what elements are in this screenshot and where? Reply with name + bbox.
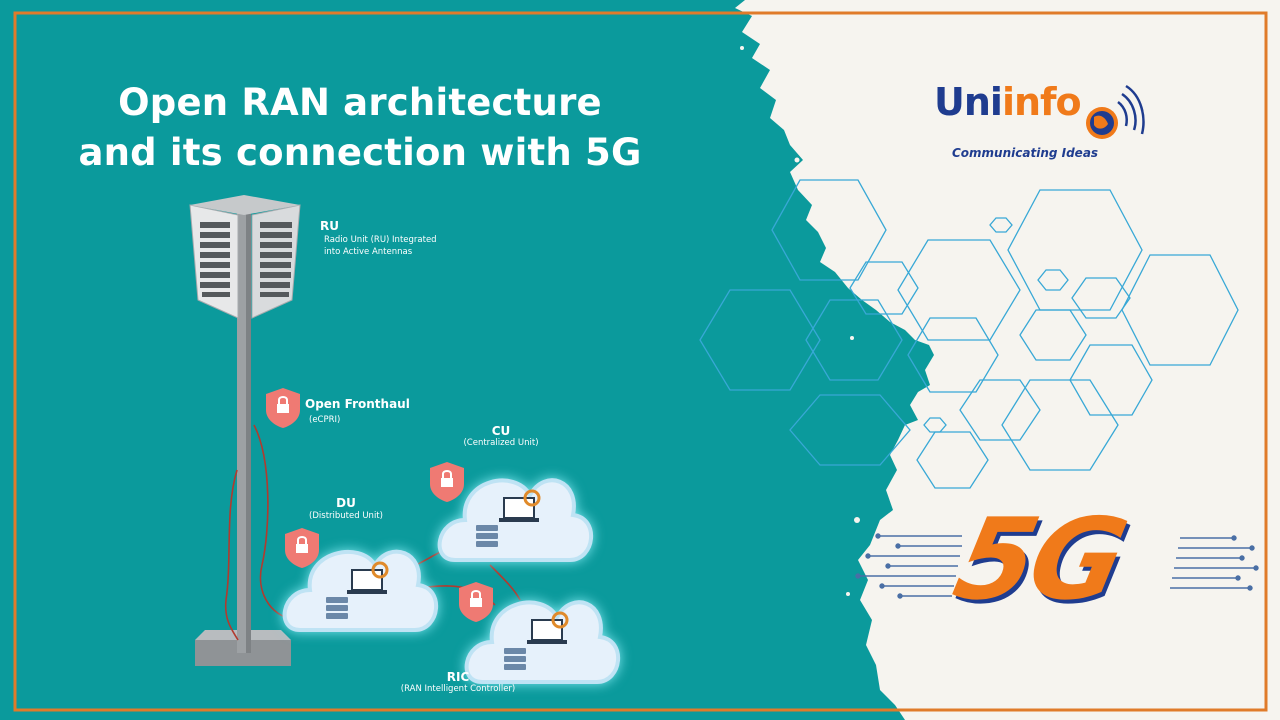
hexagon-pattern [699, 179, 1239, 489]
title-line-2: and its connection with 5G [78, 131, 642, 174]
ric-label: RIC [446, 670, 470, 684]
tower-pole-shade [246, 205, 251, 653]
cell-tower [189, 195, 301, 666]
lock-shield-icon [285, 528, 319, 568]
server-stack-icon [326, 525, 526, 670]
ru-description-line-2: into Active Antennas [324, 247, 413, 257]
logo-word-part-2: info [1001, 80, 1082, 124]
hexagon [1001, 379, 1119, 471]
hexagon [923, 417, 947, 433]
antenna-panel-right [251, 204, 301, 319]
laptop-gear-icon [347, 489, 569, 644]
hexagon [771, 179, 887, 281]
cu-description: (Centralized Unit) [463, 438, 539, 448]
hexagon [805, 299, 903, 381]
fronthaul-description: (eCPRI) [309, 415, 341, 425]
splatter-dot [850, 336, 854, 340]
hexagon [1037, 269, 1069, 291]
title-line-1: Open RAN architecture [118, 81, 602, 124]
hexagon [1071, 277, 1131, 319]
hexagon [699, 289, 821, 391]
splatter-dot [740, 46, 744, 50]
ru-label: RU [320, 219, 339, 233]
hexagon [897, 239, 1021, 341]
globe-signal-icon [1086, 84, 1145, 139]
logo-tagline: Communicating Ideas [952, 146, 1099, 160]
hexagon [907, 317, 999, 393]
hexagon [849, 261, 919, 315]
hexagon [959, 379, 1041, 441]
fronthaul-cable-2 [224, 469, 239, 641]
uniinfo-logo: Uniinfo [934, 80, 1082, 124]
page-title: Open RAN architecture and its connection… [40, 78, 680, 178]
fronthaul-label: Open Fronthaul [305, 397, 410, 411]
ric-description: (RAN Intelligent Controller) [400, 684, 516, 694]
splatter-dot [794, 157, 800, 163]
antenna-panel-left [189, 204, 239, 319]
hexagon [789, 394, 911, 466]
antenna-panel-top [190, 195, 300, 215]
splatter-dot [824, 228, 828, 232]
ru-description-line-1: Radio Unit (RU) Integrated [324, 235, 437, 245]
du-label: DU [336, 496, 356, 510]
speed-lines [855, 533, 1259, 599]
splatter-dot [805, 183, 811, 189]
5g-badge: 5G [944, 495, 1134, 625]
hexagon [1007, 189, 1143, 311]
cu-label: CU [491, 424, 511, 438]
hexagon [916, 431, 989, 489]
logo-word-part-1: Uni [934, 80, 1003, 124]
antenna-grid-left [200, 222, 230, 297]
paper-torn-area [735, 0, 1280, 720]
hexagon [989, 217, 1013, 233]
lock-shield-icon [459, 582, 493, 622]
lock-shield-icon [430, 462, 464, 502]
antenna-grid-right [260, 222, 292, 297]
fronthaul-cable [253, 424, 296, 621]
lock-shield-icon [266, 388, 300, 428]
splatter-dot [854, 517, 860, 523]
orange-frame [13, 11, 1268, 712]
du-description: (Distributed Unit) [309, 511, 383, 521]
hexagon [1019, 309, 1087, 361]
cu-ric-cable [489, 564, 521, 601]
splatter-dot [846, 592, 850, 596]
